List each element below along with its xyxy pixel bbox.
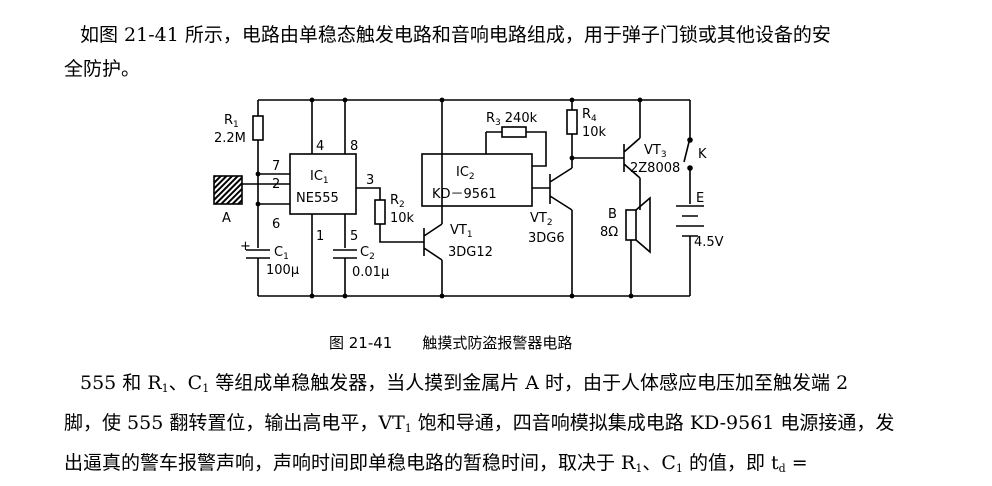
label-pin1: 1 bbox=[316, 229, 324, 244]
junction-dot bbox=[309, 97, 315, 103]
figure-number: 图 21-41 bbox=[329, 334, 393, 352]
label-ic1-model: NE555 bbox=[296, 191, 339, 206]
junction-dot bbox=[439, 293, 445, 299]
junction-dot bbox=[439, 97, 445, 103]
wire-pin3 bbox=[356, 187, 381, 200]
wire-r3 bbox=[485, 131, 547, 167]
junction-dot bbox=[342, 97, 348, 103]
label-r2-value: 10k bbox=[390, 211, 415, 226]
ic2-box bbox=[421, 153, 533, 207]
label-c2: C2 bbox=[360, 245, 375, 262]
switch-contact-top bbox=[687, 137, 693, 143]
label-r1-value: 2.2M bbox=[214, 131, 246, 146]
label-vt3-model: 2Z8008 bbox=[630, 161, 680, 176]
subscript: 1 bbox=[161, 382, 169, 395]
label-pin3: 3 bbox=[366, 173, 374, 188]
label-ic1: IC1 bbox=[310, 169, 329, 186]
label-c1-value: 100μ bbox=[266, 263, 299, 278]
wire-r2-vt1 bbox=[379, 224, 424, 243]
body-text: 饱和导通，四音响模拟集成电路 KD-9561 电源接通，发 bbox=[411, 412, 895, 434]
label-pin5: 5 bbox=[350, 229, 358, 244]
transistor-vt2 bbox=[549, 157, 624, 296]
label-r2: R2 bbox=[390, 193, 405, 210]
label-ic2-model: KD－9561 bbox=[432, 187, 497, 202]
body-line-2: 脚，使 555 翻转置位，输出高电平，VT1 饱和导通，四音响模拟集成电路 KD… bbox=[64, 406, 944, 446]
label-pin4: 4 bbox=[316, 139, 324, 154]
switch-k bbox=[683, 100, 691, 204]
resistor-r2 bbox=[374, 199, 386, 225]
junction-dot bbox=[569, 97, 575, 103]
transistor-vt1 bbox=[423, 206, 443, 296]
label-pin6: 6 bbox=[272, 217, 280, 232]
label-r1: R1 bbox=[224, 113, 239, 130]
junction-dot bbox=[569, 293, 575, 299]
wire-pin6 bbox=[257, 174, 290, 248]
label-vt3: VT3 bbox=[644, 143, 667, 160]
subscript: 1 bbox=[404, 422, 412, 435]
label-vt1-model: 3DG12 bbox=[448, 245, 493, 260]
speaker-b bbox=[625, 209, 637, 241]
label-touch-plate: A bbox=[222, 211, 231, 226]
resistor-r1 bbox=[252, 115, 264, 141]
junction-dots bbox=[255, 97, 643, 299]
body-text: 脚，使 555 翻转置位，输出高电平，VT bbox=[64, 412, 405, 434]
subscript: 1 bbox=[202, 382, 210, 395]
capacitor-c2 bbox=[333, 249, 357, 296]
circuit-diagram: R1 2.2M 7 2 6 4 8 3 1 5 IC1 NE555 A + C1… bbox=[213, 97, 724, 299]
label-c1: C1 bbox=[274, 245, 289, 262]
body-line-3: 出逼真的警车报警声响，声响时间即单稳电路的暂稳时间，取决于 R1、C1 的值，即… bbox=[64, 446, 944, 486]
body-line-1: 555 和 R1、C1 等组成单稳触发器，当人摸到金属片 A 时，由于人体感应电… bbox=[64, 366, 944, 406]
label-speaker: B bbox=[608, 207, 617, 222]
label-c1-polarity: + bbox=[240, 239, 251, 254]
touch-plate-a bbox=[213, 175, 243, 205]
label-vt2-model: 3DG6 bbox=[528, 231, 565, 246]
body-text: 出逼真的警车报警声响，声响时间即单稳电路的暂稳时间，取决于 R bbox=[64, 452, 636, 474]
label-speaker-value: 8Ω bbox=[600, 225, 618, 240]
body-text: 等组成单稳触发器，当人摸到金属片 A 时，由于人体感应电压加至触发端 2 bbox=[209, 372, 849, 394]
label-ic2: IC2 bbox=[456, 165, 475, 182]
figure-title: 触摸式防盗报警器电路 bbox=[422, 334, 573, 352]
label-r4-value: 10k bbox=[582, 125, 607, 140]
label-c2-value: 0.01μ bbox=[352, 265, 389, 280]
label-battery: E bbox=[696, 191, 704, 206]
junction-dot bbox=[255, 201, 261, 207]
label-battery-value: 4.5V bbox=[694, 235, 724, 250]
body-paragraph: 555 和 R1、C1 等组成单稳触发器，当人摸到金属片 A 时，由于人体感应电… bbox=[64, 366, 944, 486]
body-text: 555 和 R bbox=[80, 372, 162, 394]
label-vt1: VT1 bbox=[450, 223, 473, 240]
transistor-vt3 bbox=[623, 100, 641, 210]
label-pin2: 2 bbox=[272, 177, 280, 192]
label-r4: R4 bbox=[582, 107, 597, 124]
junction-dot bbox=[342, 293, 348, 299]
intro-line-1: 如图 21-41 所示，电路由单稳态触发电路和音响电路组成，用于弹子门锁或其他设… bbox=[80, 24, 831, 46]
body-text: 、C bbox=[642, 452, 676, 474]
junction-dot bbox=[628, 293, 634, 299]
label-pin8: 8 bbox=[350, 139, 358, 154]
resistor-r4 bbox=[566, 109, 578, 135]
label-pin7: 7 bbox=[272, 159, 280, 174]
body-text: 、C bbox=[168, 372, 203, 394]
resistor-r3 bbox=[501, 126, 527, 138]
speaker-cone bbox=[630, 196, 651, 296]
label-vt2: VT2 bbox=[530, 211, 553, 228]
junction-dot bbox=[637, 97, 643, 103]
intro-line-2: 全防护。 bbox=[64, 58, 141, 80]
label-switch: K bbox=[698, 147, 707, 162]
junction-dot bbox=[255, 171, 261, 177]
intro-paragraph: 如图 21-41 所示，电路由单稳态触发电路和音响电路组成，用于弹子门锁或其他设… bbox=[64, 18, 944, 86]
body-text: = bbox=[785, 452, 808, 474]
capacitor-c1 bbox=[246, 249, 270, 296]
switch-contact-bottom bbox=[687, 165, 693, 171]
battery-e bbox=[676, 205, 704, 296]
junction-dot bbox=[569, 155, 575, 161]
body-text: 的值，即 t bbox=[682, 452, 779, 474]
junction-dot bbox=[309, 293, 315, 299]
figure-caption: 图 21-41 触摸式防盗报警器电路 bbox=[329, 332, 572, 353]
